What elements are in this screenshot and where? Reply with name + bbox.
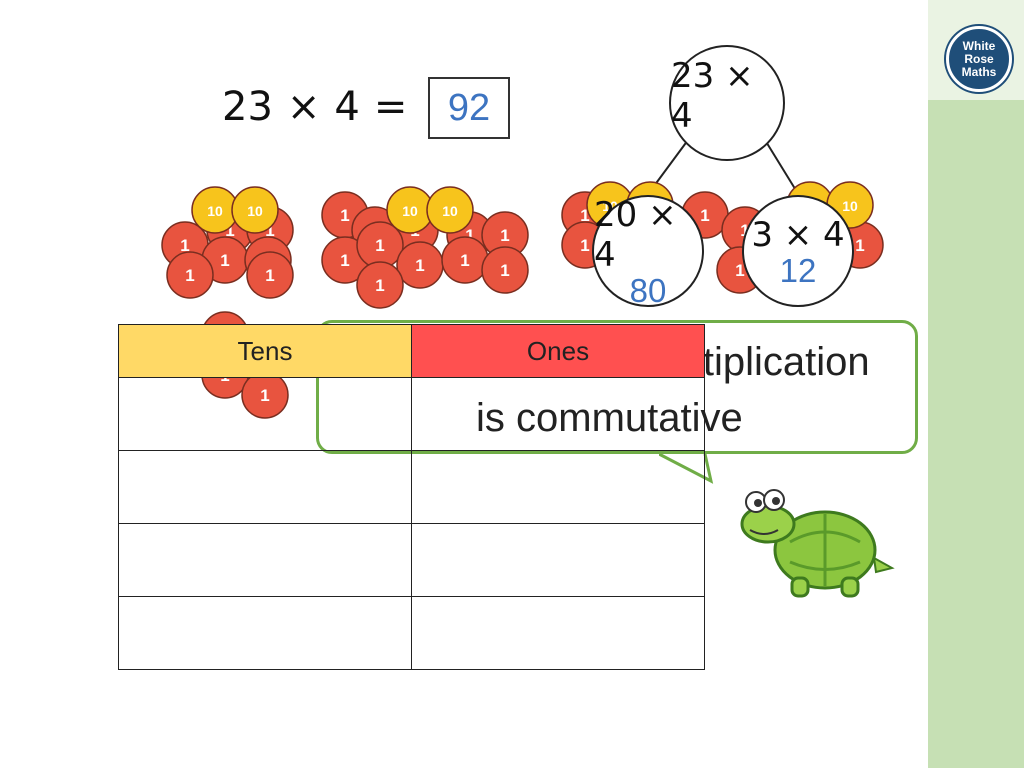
one-counter: [166, 251, 214, 299]
one-counter: [246, 251, 294, 299]
ones-cell[interactable]: [411, 596, 705, 670]
one-counter-label: 1: [500, 261, 509, 280]
white-rose-maths-logo: White Rose Maths: [946, 26, 1012, 92]
right-part-bubble: 3 × 4 12: [742, 195, 854, 307]
one-counter-label: 1: [265, 266, 274, 285]
one-counter-label: 1: [185, 266, 194, 285]
place-value-table: Tens Ones: [118, 324, 705, 670]
one-counter-label: 1: [265, 221, 274, 240]
one-counter-label: 1: [220, 251, 229, 270]
one-counter-label: 1: [500, 226, 509, 245]
one-counter: [356, 261, 404, 309]
ten-counter: [231, 186, 279, 234]
answer-value: 92: [447, 86, 491, 129]
tens-cell[interactable]: [118, 377, 412, 451]
tens-header: Tens: [118, 324, 412, 378]
left-part-value: 80: [629, 272, 667, 309]
table-row: [118, 523, 705, 597]
one-counter-label: 1: [735, 261, 744, 280]
one-counter-label: 1: [340, 251, 349, 270]
ones-header: Ones: [411, 324, 705, 378]
left-part-expression: 20 × 4: [594, 195, 677, 275]
answer-box[interactable]: 92: [428, 77, 510, 139]
one-counter: [481, 246, 529, 294]
one-counter-label: 1: [580, 236, 589, 255]
one-counter-label: 1: [340, 206, 349, 225]
table-row: [118, 450, 705, 524]
tens-cell[interactable]: [118, 596, 412, 670]
whole-expression: 23 × 4: [671, 56, 754, 136]
tens-cell[interactable]: [118, 523, 412, 597]
right-part-expression: 3 × 4: [751, 215, 845, 255]
times-sign: ×: [286, 84, 321, 130]
table-row: [118, 377, 705, 451]
ones-cell[interactable]: [411, 523, 705, 597]
factor-b: 4: [334, 84, 360, 130]
one-counter-label: 1: [375, 236, 384, 255]
side-strip: [928, 0, 1024, 768]
right-part-value: 12: [779, 252, 817, 289]
ten-counter-label: 10: [402, 203, 418, 219]
logo-text-2: Rose: [964, 51, 994, 66]
left-part-bubble: 20 × 4 80: [592, 195, 704, 307]
ones-cell[interactable]: [411, 377, 705, 451]
counter-group-1: 111111111111010: [321, 186, 529, 309]
ten-counter-label: 10: [207, 203, 223, 219]
ten-counter-label: 10: [442, 203, 458, 219]
one-counter-label: 1: [415, 256, 424, 275]
speech-text-line1: ltiplication: [694, 340, 870, 384]
equals-sign: =: [373, 84, 408, 130]
one-counter-label: 1: [580, 206, 589, 225]
logo-text-3: Maths: [961, 64, 997, 79]
logo-text-1: White: [962, 38, 996, 53]
ten-counter-label: 10: [842, 198, 858, 214]
factor-a: 23: [222, 84, 273, 130]
one-counter-label: 1: [180, 236, 189, 255]
turtle-icon: [740, 489, 895, 598]
one-counter-label: 1: [700, 206, 709, 225]
one-counter-label: 1: [460, 251, 469, 270]
ten-counter-label: 10: [247, 203, 263, 219]
equation: 23 × 4 =: [222, 84, 407, 130]
one-counter-label: 1: [375, 276, 384, 295]
whole-bubble: 23 × 4: [669, 45, 785, 161]
ones-cell[interactable]: [411, 450, 705, 524]
ten-counter: [426, 186, 474, 234]
table-row: [118, 596, 705, 670]
one-counter-label: 1: [465, 226, 474, 245]
tens-cell[interactable]: [118, 450, 412, 524]
one-counter-label: 1: [225, 221, 234, 240]
one-counter-label: 1: [855, 236, 864, 255]
